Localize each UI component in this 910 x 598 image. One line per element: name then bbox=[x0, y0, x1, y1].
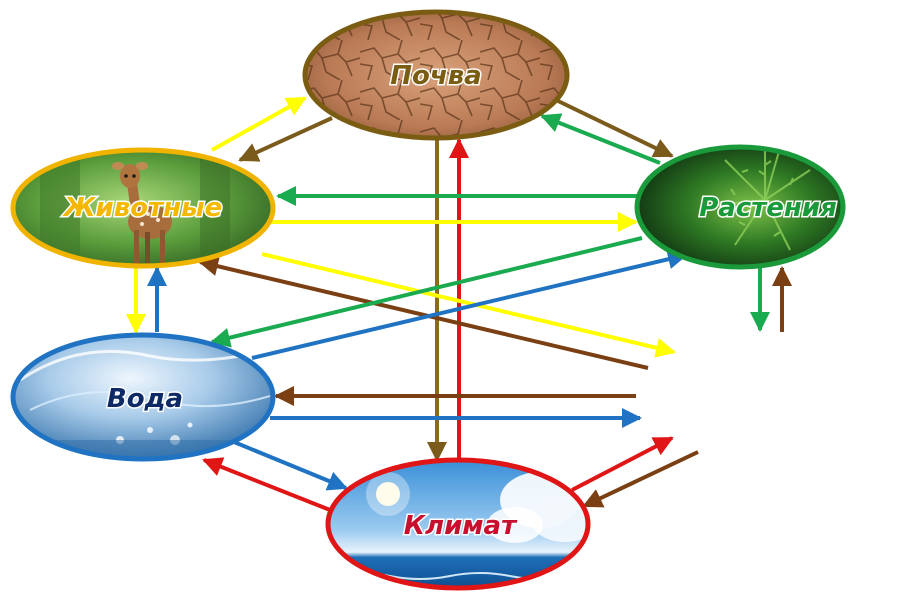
deer-picture bbox=[40, 150, 230, 266]
node-water: Вода bbox=[10, 332, 276, 462]
plant-picture bbox=[714, 147, 816, 251]
arrow-water-to-plants bbox=[251, 249, 688, 360]
arrow-water-to-climate bbox=[233, 440, 348, 491]
node-plants: Растения bbox=[634, 144, 846, 270]
node-animals: Животные bbox=[10, 147, 276, 269]
soil-label: Почва bbox=[390, 61, 481, 91]
arrow-climate-to-right bbox=[571, 436, 674, 492]
arrow-right-to-climate bbox=[582, 450, 699, 508]
soil-ellipse-border bbox=[302, 9, 570, 141]
node-climate: Климат bbox=[325, 457, 591, 591]
water-ellipse-border bbox=[10, 332, 276, 462]
arrow-plants-to-water bbox=[210, 236, 643, 348]
arrow-climate-to-water bbox=[202, 457, 331, 512]
arrows-group bbox=[126, 96, 792, 512]
arrow-animals-to-right-2 bbox=[261, 252, 676, 358]
water-ellipse-fill bbox=[13, 335, 273, 459]
arrow-soil-to-animals bbox=[238, 116, 333, 162]
climate-ellipse-border bbox=[325, 457, 591, 591]
soil-cracks-texture bbox=[305, 12, 567, 138]
animals-label: Животные bbox=[62, 193, 223, 223]
water-label: Вода bbox=[107, 384, 183, 414]
animals-ellipse-border bbox=[10, 147, 276, 269]
arrow-animals-to-soil bbox=[211, 96, 307, 152]
arrow-soil-to-plants bbox=[555, 98, 674, 158]
arrow-plants-to-soil bbox=[540, 113, 661, 165]
arrow-right-to-animals bbox=[198, 256, 649, 370]
plants-label: Растения bbox=[699, 193, 837, 223]
climate-label: Климат bbox=[404, 511, 518, 541]
plants-ellipse-border bbox=[634, 144, 846, 270]
plants-ellipse-fill bbox=[637, 147, 843, 267]
sun-icon bbox=[376, 482, 400, 506]
node-soil: Почва bbox=[302, 9, 570, 141]
